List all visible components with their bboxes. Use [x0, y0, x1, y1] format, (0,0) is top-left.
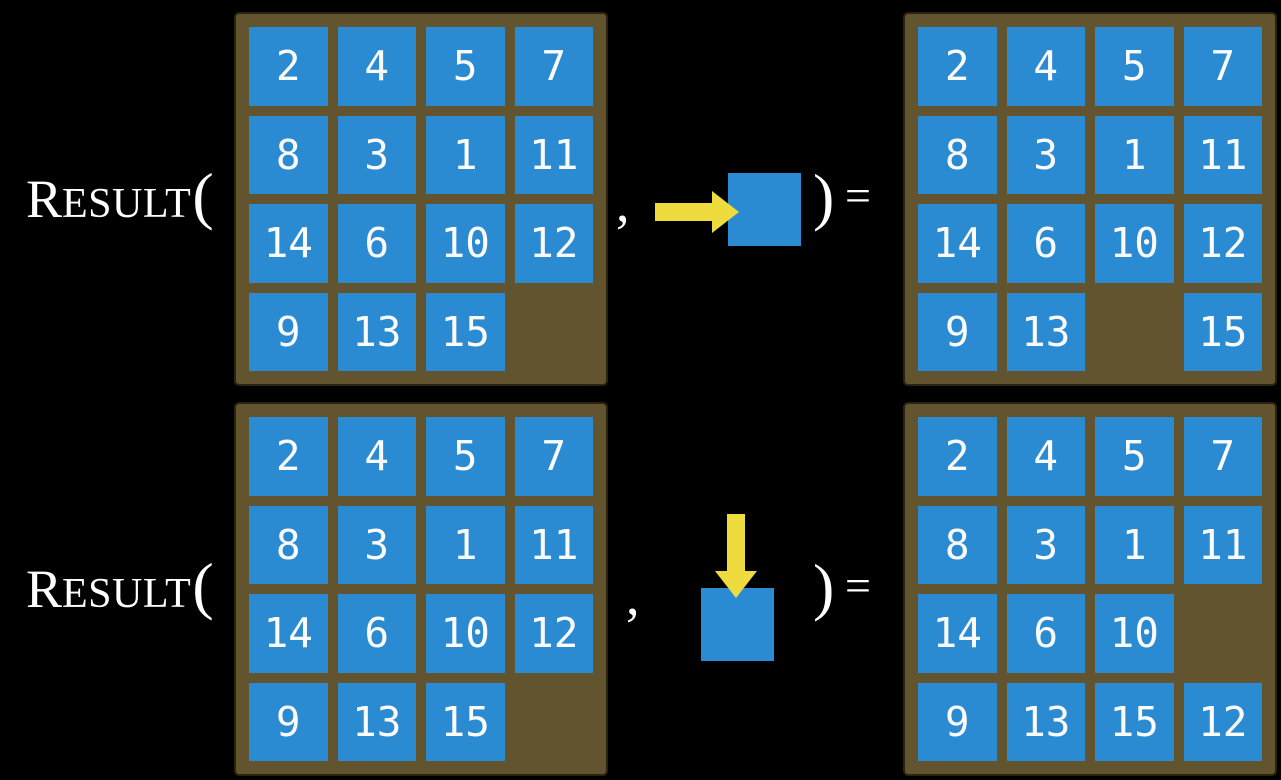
puzzle-tile-7: 7	[1183, 417, 1262, 496]
puzzle-tile-9: 9	[918, 682, 997, 761]
puzzle-tile-11: 11	[1183, 505, 1262, 584]
puzzle-tile-14: 14	[249, 204, 328, 283]
puzzle-tile-3: 3	[1006, 505, 1085, 584]
right-arrow-icon	[655, 191, 739, 233]
puzzle-tile-12: 12	[1183, 204, 1262, 283]
puzzle-tile-7: 7	[1183, 27, 1262, 106]
puzzle-tile-10: 10	[1095, 204, 1174, 283]
equals-sign: =	[845, 560, 871, 611]
empty-cell	[1184, 594, 1263, 673]
puzzle-tile-4: 4	[1006, 417, 1085, 496]
puzzle-tile-8: 8	[918, 115, 997, 194]
puzzle-tile-14: 14	[249, 594, 328, 673]
puzzle-tile-15: 15	[1095, 682, 1174, 761]
puzzle-tile-14: 14	[918, 204, 997, 283]
puzzle-tile-13: 13	[337, 682, 416, 761]
puzzle-tile-1: 1	[426, 115, 505, 194]
puzzle-tile-5: 5	[426, 417, 505, 496]
puzzle-tile-4: 4	[337, 27, 416, 106]
moved-tile-icon	[728, 173, 801, 246]
comma-separator: ,	[626, 566, 640, 626]
puzzle-tile-13: 13	[1006, 682, 1085, 761]
puzzle-tile-11: 11	[514, 505, 593, 584]
puzzle-tile-2: 2	[249, 417, 328, 496]
puzzle-tile-15: 15	[426, 682, 505, 761]
open-paren: (	[192, 550, 214, 621]
close-paren: )	[813, 161, 835, 232]
puzzle-tile-11: 11	[1183, 115, 1262, 194]
puzzle-tile-2: 2	[249, 27, 328, 106]
function-name-rest: ESULT	[62, 181, 192, 227]
puzzle-tile-15: 15	[426, 292, 505, 371]
function-name-initial: R	[26, 559, 63, 619]
function-name-initial: R	[26, 169, 63, 229]
result-function-label: R ESULT (	[26, 164, 214, 228]
function-name-rest: ESULT	[62, 571, 192, 617]
puzzle-tile-8: 8	[249, 115, 328, 194]
puzzle-tile-6: 6	[1006, 594, 1085, 673]
puzzle-tile-8: 8	[918, 505, 997, 584]
puzzle-tile-10: 10	[426, 594, 505, 673]
puzzle-tile-11: 11	[514, 115, 593, 194]
down-arrow-icon	[715, 514, 757, 598]
puzzle-tile-3: 3	[337, 505, 416, 584]
comma-separator: ,	[616, 173, 630, 233]
puzzle-tile-2: 2	[918, 27, 997, 106]
puzzle-tile-10: 10	[426, 204, 505, 283]
puzzle-tile-5: 5	[426, 27, 505, 106]
puzzle-tile-13: 13	[1006, 292, 1085, 371]
empty-cell	[515, 293, 594, 372]
puzzle-tile-3: 3	[337, 115, 416, 194]
puzzle-tile-1: 1	[1095, 115, 1174, 194]
empty-cell	[515, 683, 594, 762]
puzzle-tile-3: 3	[1006, 115, 1085, 194]
puzzle-tile-9: 9	[918, 292, 997, 371]
open-paren: (	[192, 160, 214, 231]
puzzle-tile-6: 6	[337, 594, 416, 673]
close-paren: )	[813, 551, 835, 622]
puzzle-tile-4: 4	[337, 417, 416, 496]
result-function-label: R ESULT (	[26, 554, 214, 618]
puzzle-tile-13: 13	[337, 292, 416, 371]
puzzle-tile-7: 7	[514, 417, 593, 496]
puzzle-tile-4: 4	[1006, 27, 1085, 106]
puzzle-tile-8: 8	[249, 505, 328, 584]
moved-tile-icon	[701, 588, 774, 661]
puzzle-tile-9: 9	[249, 682, 328, 761]
puzzle-tile-6: 6	[337, 204, 416, 283]
puzzle-tile-9: 9	[249, 292, 328, 371]
puzzle-tile-6: 6	[1006, 204, 1085, 283]
puzzle-tile-1: 1	[426, 505, 505, 584]
puzzle-tile-5: 5	[1095, 27, 1174, 106]
puzzle-tile-15: 15	[1183, 292, 1262, 371]
puzzle-tile-7: 7	[514, 27, 593, 106]
puzzle-tile-10: 10	[1095, 594, 1174, 673]
puzzle-tile-1: 1	[1095, 505, 1174, 584]
empty-cell	[1095, 293, 1174, 372]
puzzle-tile-12: 12	[1183, 682, 1262, 761]
puzzle-tile-14: 14	[918, 594, 997, 673]
puzzle-tile-2: 2	[918, 417, 997, 496]
equals-sign: =	[845, 170, 871, 221]
puzzle-tile-12: 12	[514, 204, 593, 283]
puzzle-tile-12: 12	[514, 594, 593, 673]
puzzle-tile-5: 5	[1095, 417, 1174, 496]
